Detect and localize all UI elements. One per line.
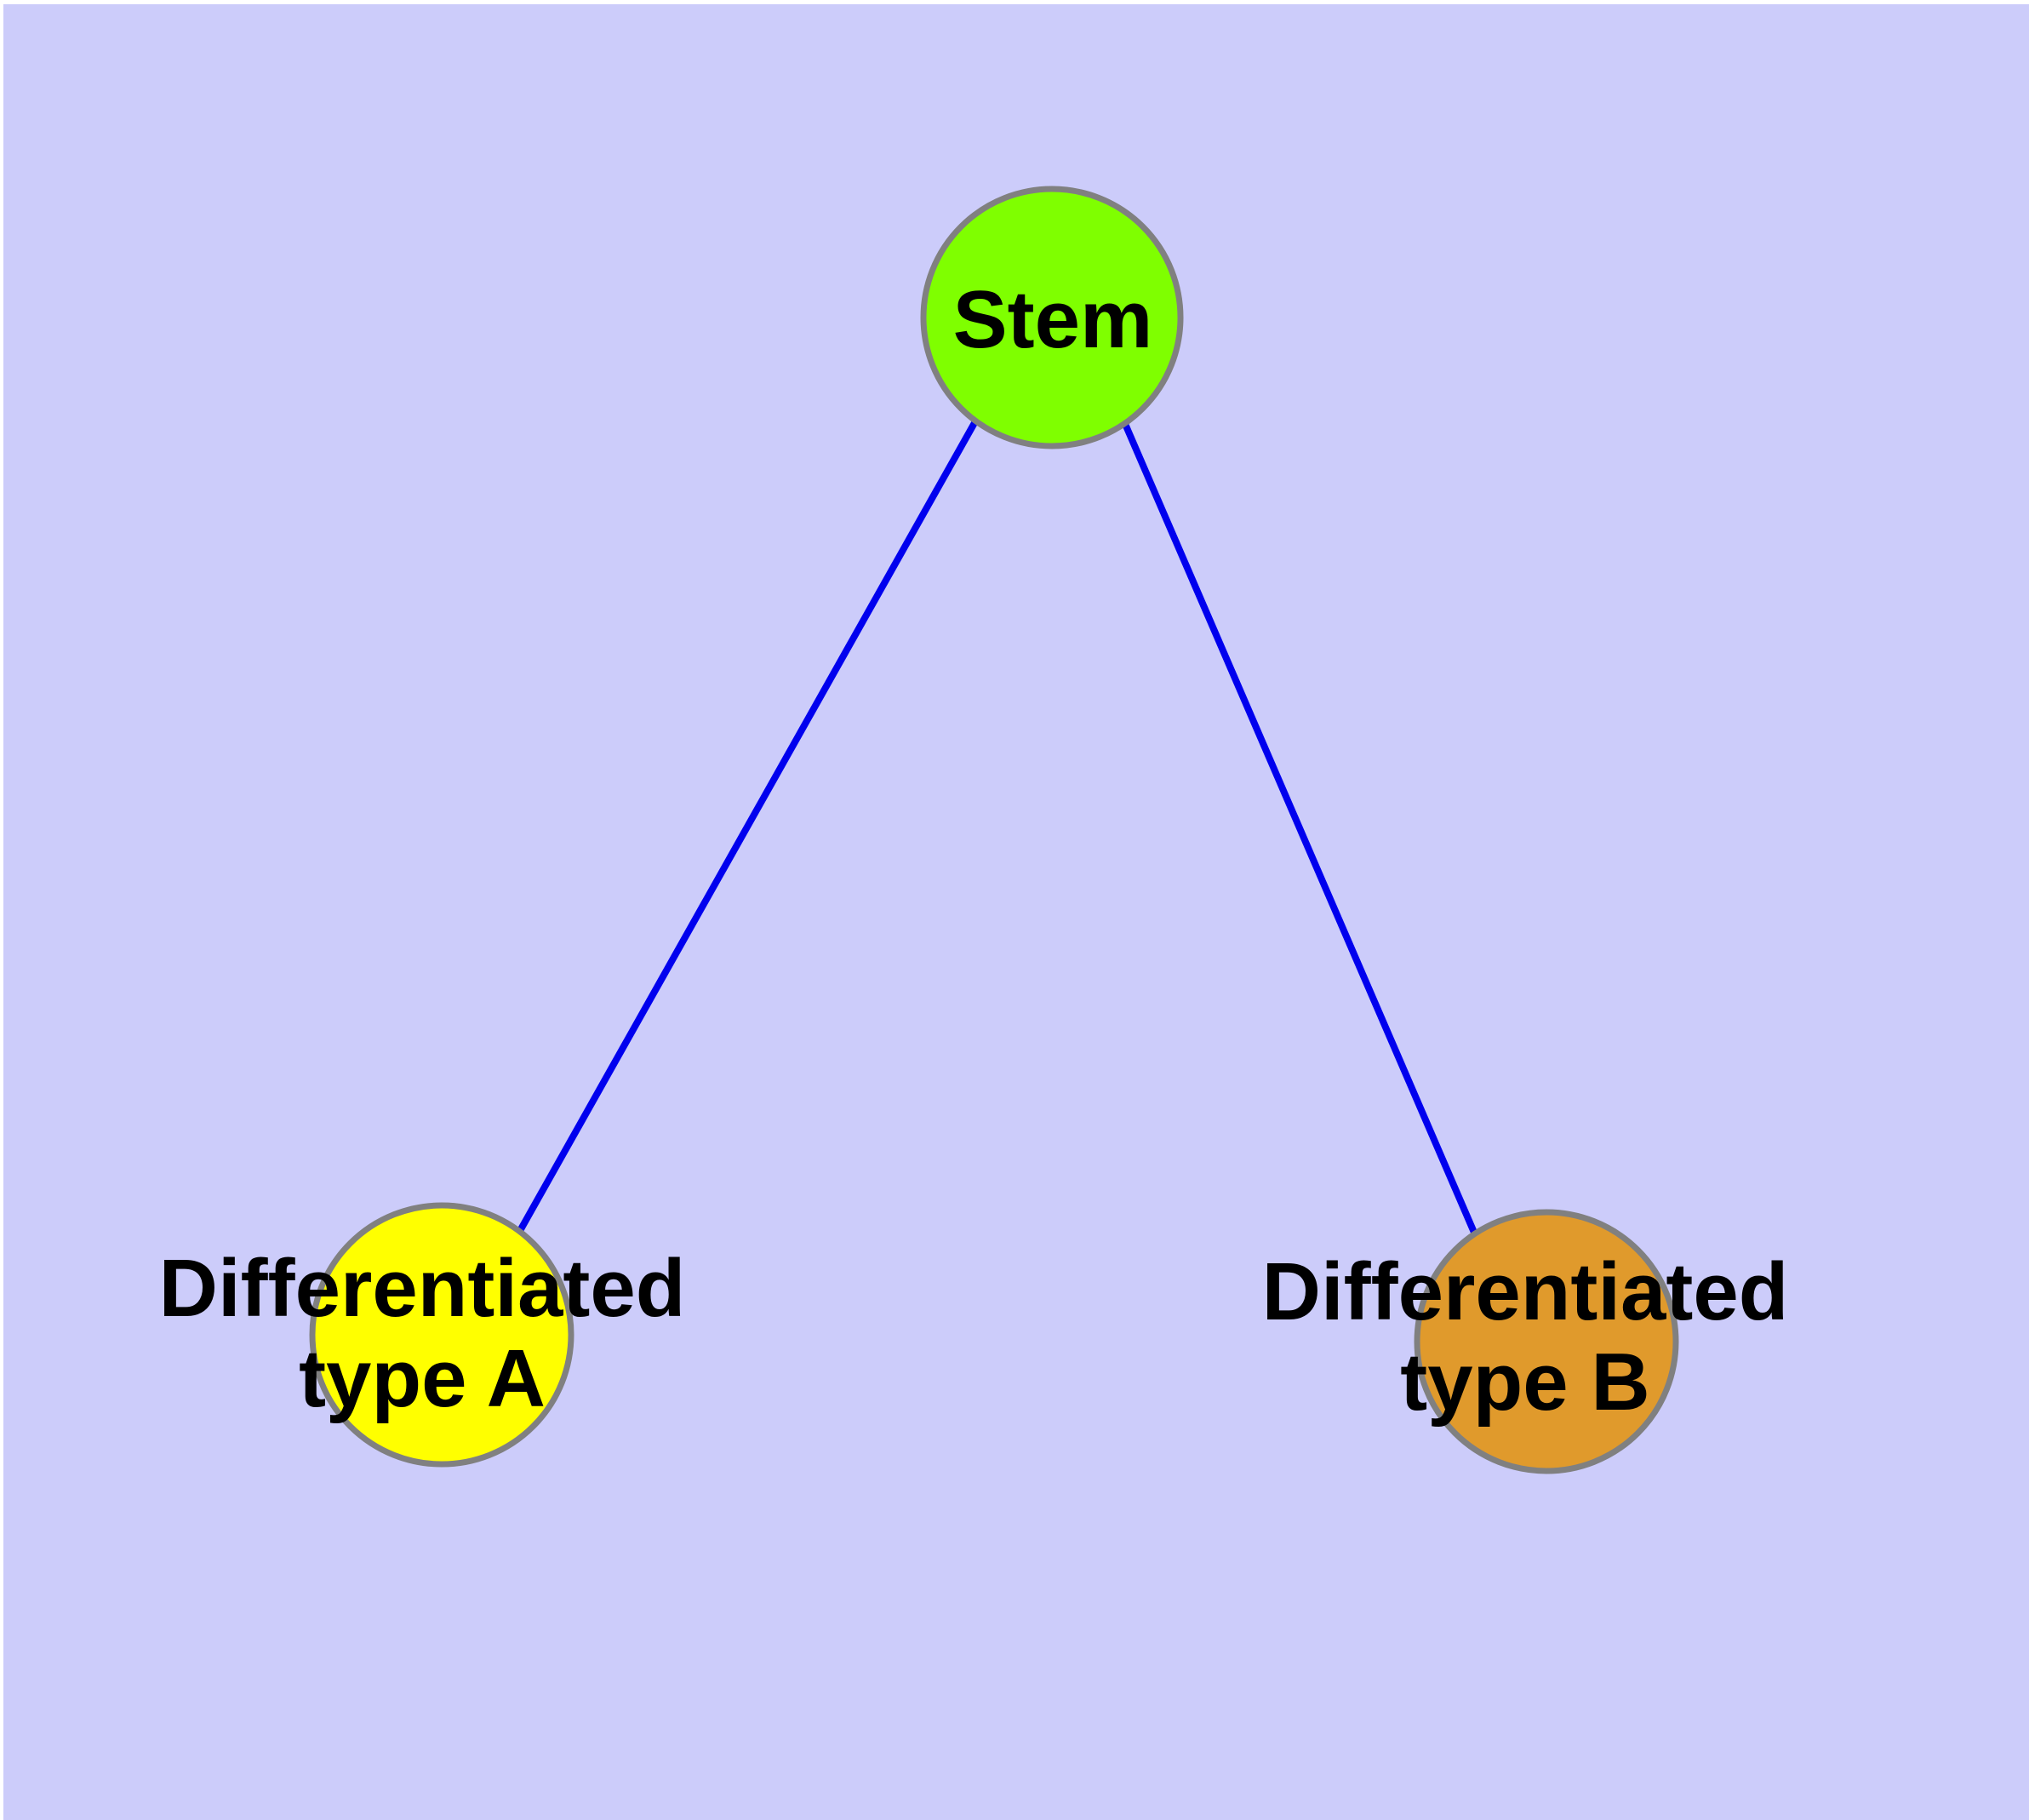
edges-layer	[517, 420, 1478, 1236]
edge-stem-to-diff-a[interactable]	[517, 420, 979, 1231]
node-label-stem: Stem	[953, 274, 1153, 365]
nodes-layer	[309, 186, 1679, 1474]
labels-layer: Stem Differentiated type A Differentiate…	[159, 274, 1789, 1428]
node-label-differentiated-type-b-line1: Differentiated	[1262, 1246, 1789, 1337]
node-stem[interactable]	[920, 186, 1184, 449]
node-label-differentiated-type-a-line2: type A	[299, 1333, 546, 1424]
node-label-differentiated-type-b-line2: type B	[1400, 1336, 1649, 1428]
node-differentiated-type-a[interactable]	[309, 1202, 574, 1468]
node-label-differentiated-type-a-line1: Differentiated	[159, 1243, 686, 1334]
edge-stem-to-diff-b[interactable]	[1122, 422, 1478, 1236]
node-differentiated-type-b[interactable]	[1414, 1209, 1679, 1474]
